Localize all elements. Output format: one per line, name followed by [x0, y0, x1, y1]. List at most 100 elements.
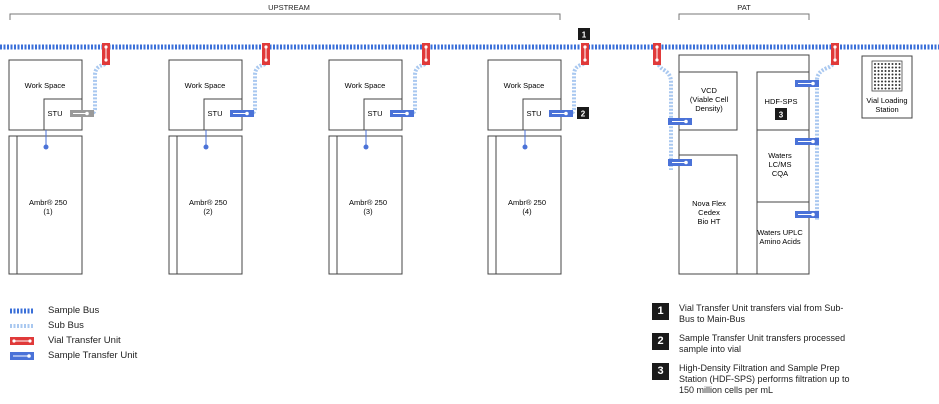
sample-transfer-unit [668, 118, 692, 125]
vial-slot [877, 84, 880, 86]
workspace-label: Work Space [345, 81, 386, 90]
vial-slot [895, 80, 897, 83]
marker-2 [577, 107, 589, 119]
vial-slot [898, 73, 901, 76]
vial-slot [895, 66, 897, 69]
vial-transfer-unit [831, 43, 839, 65]
vial-slot [877, 73, 880, 76]
legend-item-vtu: Vial Transfer Unit [10, 333, 270, 348]
vial-slot [884, 77, 887, 79]
vial-slot [898, 87, 901, 90]
marker-1 [578, 28, 590, 40]
vial-slot [881, 84, 883, 86]
upstream-label: UPSTREAM [268, 3, 310, 12]
vial-slot [895, 77, 897, 79]
reactor-name: Ambr® 250 [349, 198, 387, 207]
note-text: Vial Transfer Unit transfers vial from S… [679, 303, 844, 324]
vial-slot [891, 70, 894, 72]
waters-uplc-line-1: Waters UPLC [757, 228, 803, 237]
waters-lcms-line-3: CQA [772, 169, 788, 178]
vial-slot [874, 77, 876, 79]
legend: Sample Bus Sub Bus Vial Transfer Unit Sa… [10, 303, 270, 363]
vial-slot [877, 87, 880, 90]
reactor-box [168, 135, 243, 275]
workflow-diagram: UPSTREAM PAT 1 Work Space STU Ambr® 250 … [0, 3, 939, 275]
vial-slot [877, 80, 880, 83]
waters-lcms-line-1: Waters [768, 151, 792, 160]
vial-loading-line-1: Vial Loading [866, 96, 907, 105]
vial-slot [891, 87, 894, 90]
vial-slot [898, 70, 901, 72]
station-4: Work Space STU Ambr® 250 (4) 2 [487, 43, 589, 275]
vial-slot [884, 80, 887, 83]
pat-block: VCD (Viable Cell Density) Nova Flex Cede… [653, 43, 839, 275]
vial-transfer-unit [653, 43, 661, 65]
stu-label: STU [527, 109, 542, 118]
note-number: 1 [652, 303, 669, 320]
legend-label: Sample Bus [48, 305, 100, 316]
reactor-num: (4) [522, 207, 532, 216]
vial-slot [881, 66, 883, 69]
reactor-box [487, 135, 562, 275]
vial-transfer-unit [422, 43, 430, 65]
waters-lcms-line-2: LC/MS [769, 160, 792, 169]
vcd-line-3: Density) [695, 104, 723, 113]
vial-loading-line-2: Station [875, 105, 898, 114]
note-number: 3 [652, 363, 669, 380]
vial-slot [884, 70, 887, 72]
vial-slot [874, 80, 876, 83]
notes: 1 Vial Transfer Unit transfers vial from… [652, 303, 932, 404]
stu-swatch [10, 351, 34, 360]
vial-slot [888, 66, 890, 69]
vial-slot [874, 70, 876, 72]
vial-slot [877, 70, 880, 72]
legend-label: Sub Bus [48, 320, 84, 331]
sample-transfer-unit [795, 138, 819, 145]
marker-2-label: 2 [581, 110, 586, 119]
pat-label: PAT [737, 3, 751, 12]
reactor-num: (1) [43, 207, 53, 216]
vial-slot [881, 87, 883, 90]
note-text: High-Density Filtration and Sample Prep … [679, 363, 850, 395]
stu-label: STU [368, 109, 383, 118]
vial-slot [881, 63, 883, 65]
reactor-name: Ambr® 250 [508, 198, 546, 207]
stu-label: STU [48, 109, 63, 118]
sample-bus-swatch [10, 308, 34, 313]
vial-slot [888, 63, 890, 65]
vial-slot [888, 80, 890, 83]
reactor-num: (3) [363, 207, 373, 216]
legend-item-sample-bus: Sample Bus [10, 303, 270, 318]
workspace-label: Work Space [185, 81, 226, 90]
vial-slot [891, 80, 894, 83]
reactor-box [328, 135, 403, 275]
vial-slot [888, 73, 890, 76]
station-2: Work Space STU Ambr® 250 (2) [168, 43, 270, 275]
vial-slot [891, 77, 894, 79]
pat-sub-bus-left [655, 57, 673, 170]
reactor-box [8, 135, 83, 275]
vial-slot [881, 80, 883, 83]
waters-uplc-line-2: Amino Acids [759, 237, 801, 246]
vial-slot [891, 63, 894, 65]
vial-slot [874, 63, 876, 65]
vial-slot [895, 70, 897, 72]
hdf-label: HDF-SPS [765, 97, 798, 106]
vial-slot [898, 77, 901, 79]
reactor-num: (2) [203, 207, 213, 216]
legend-item-sub-bus: Sub Bus [10, 318, 270, 333]
vial-slot [877, 77, 880, 79]
vial-rack-icon [871, 60, 903, 92]
stu-label: STU [208, 109, 223, 118]
vial-slot [895, 73, 897, 76]
station-1: Work Space STU Ambr® 250 (1) [8, 43, 110, 275]
vial-slot [884, 84, 887, 86]
vial-slot [884, 63, 887, 65]
reactor-name: Ambr® 250 [29, 198, 67, 207]
sample-transfer-unit [795, 211, 819, 218]
vial-slot [895, 63, 897, 65]
vial-slot [881, 77, 883, 79]
vial-slot [877, 66, 880, 69]
legend-label: Vial Transfer Unit [48, 335, 121, 346]
vial-slot [895, 84, 897, 86]
